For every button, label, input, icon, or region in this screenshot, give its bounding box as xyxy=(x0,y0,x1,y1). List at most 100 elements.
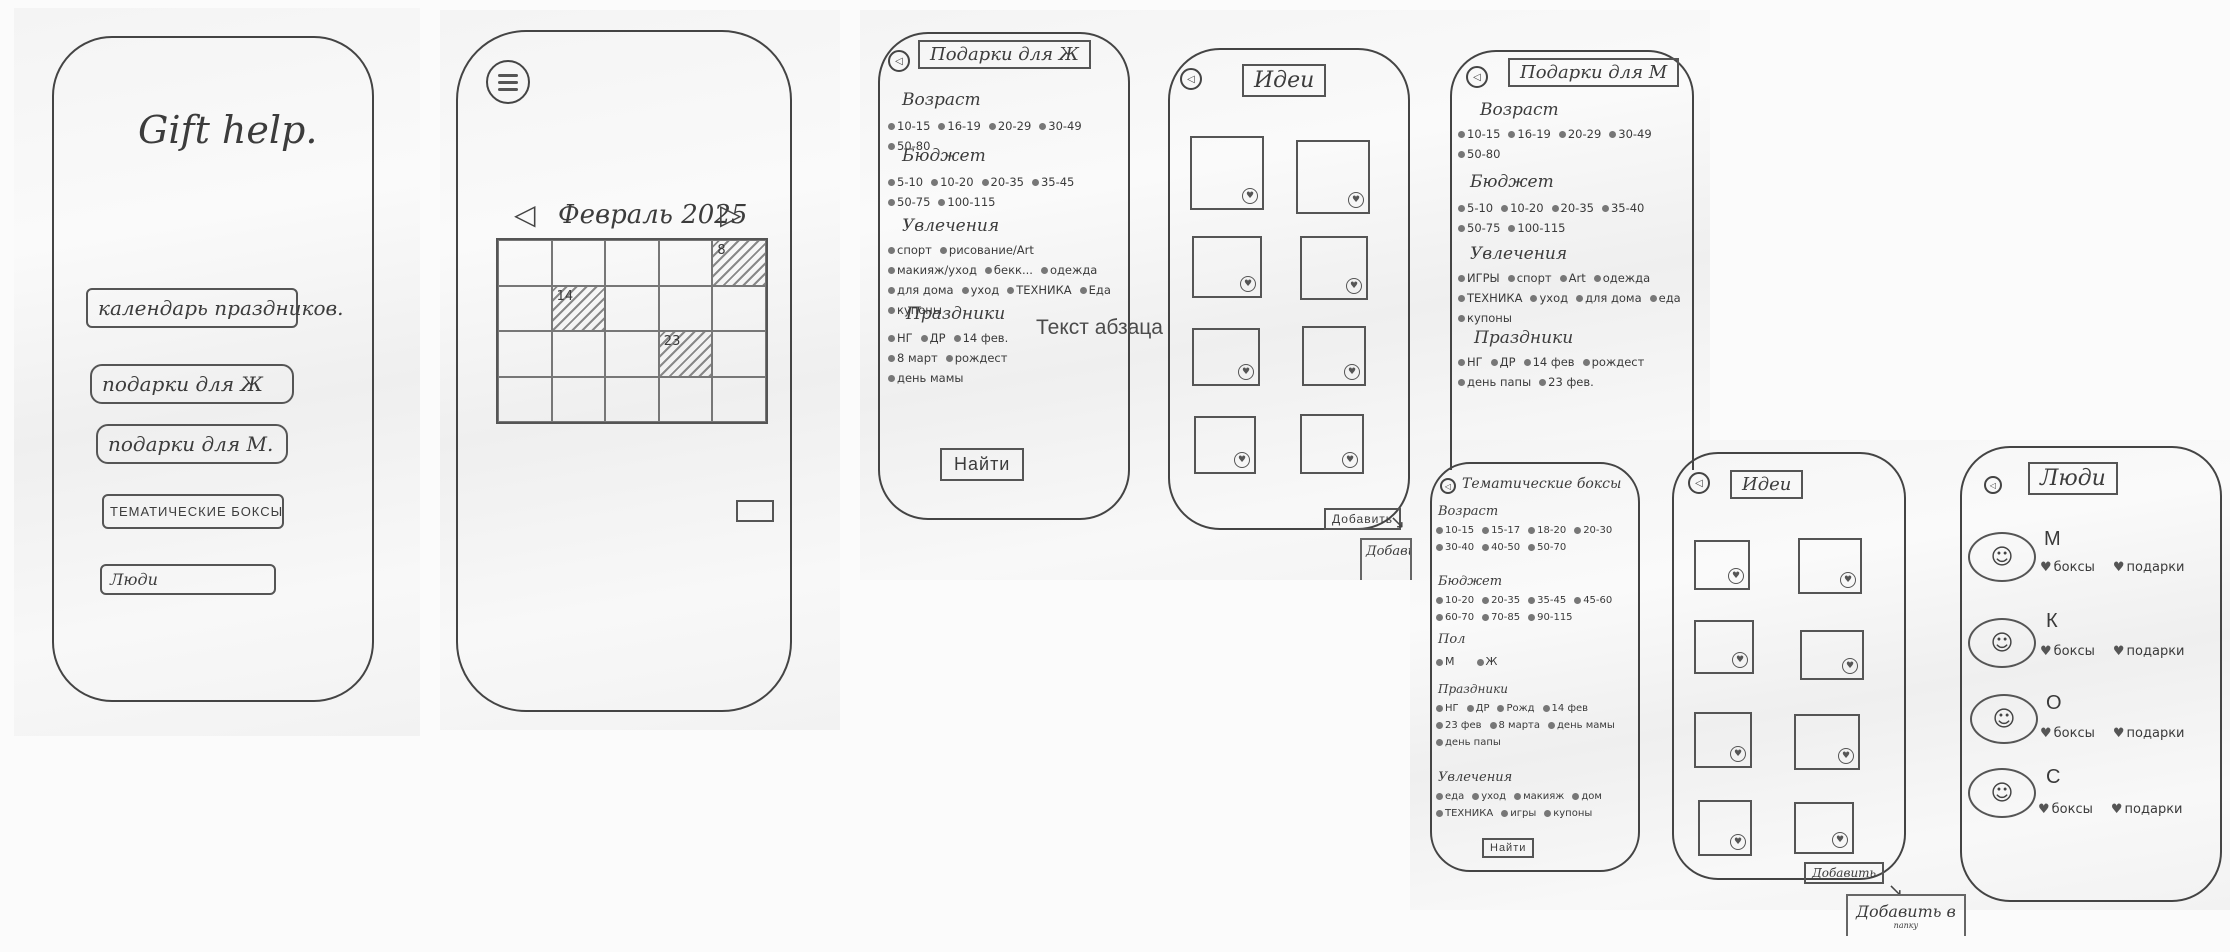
heart-icon[interactable]: ♥ xyxy=(1344,364,1360,380)
back-icon[interactable]: ◁ xyxy=(1466,66,1488,88)
heart-icon[interactable]: ♥ xyxy=(1346,278,1362,294)
hobby-option[interactable]: уход xyxy=(1472,788,1506,805)
age-option[interactable]: 10-15 xyxy=(888,116,930,136)
calendar-day[interactable] xyxy=(605,240,659,286)
idea-card[interactable]: ♥ xyxy=(1192,236,1262,298)
idea-card[interactable]: ♥ xyxy=(1194,416,1256,474)
calendar-day[interactable] xyxy=(605,376,659,422)
back-icon[interactable]: ◁ xyxy=(888,50,910,72)
idea-card[interactable]: ♥ xyxy=(1800,630,1864,680)
gifts-for-men-button[interactable]: подарки для М. xyxy=(96,424,288,464)
calendar-day[interactable] xyxy=(658,376,713,422)
gifts-tag[interactable]: подарки xyxy=(2113,644,2185,659)
idea-card[interactable]: ♥ xyxy=(1694,540,1750,590)
budget-option[interactable]: 35-45 xyxy=(1032,172,1074,192)
hobby-option[interactable]: ТЕХНИКА xyxy=(1007,280,1071,300)
age-option[interactable]: 20-30 xyxy=(1574,522,1612,539)
calendar-day[interactable] xyxy=(658,240,713,286)
age-option[interactable]: 20-29 xyxy=(989,116,1031,136)
hobby-option[interactable]: для дома xyxy=(888,280,954,300)
next-month-icon[interactable]: ▷ xyxy=(720,198,742,231)
budget-option[interactable]: 5-10 xyxy=(1458,198,1493,218)
calendar-action-button[interactable] xyxy=(736,500,774,522)
hobby-option[interactable]: купоны xyxy=(888,300,942,320)
heart-icon[interactable]: ♥ xyxy=(1240,276,1256,292)
holiday-option[interactable]: 23 фев. xyxy=(1539,372,1594,392)
holiday-option[interactable]: 14 фев xyxy=(1543,700,1589,717)
holiday-option[interactable]: 23 фев xyxy=(1436,717,1482,734)
calendar-day[interactable] xyxy=(551,240,606,286)
age-option[interactable]: 20-29 xyxy=(1559,124,1601,144)
add-to-folder-button[interactable]: Добавить в xyxy=(1360,538,1412,580)
idea-card[interactable]: ♥ xyxy=(1798,538,1862,594)
heart-icon[interactable]: ♥ xyxy=(1348,192,1364,208)
budget-option[interactable]: 100-115 xyxy=(1508,218,1565,238)
holiday-option[interactable]: ДР xyxy=(1467,700,1490,717)
holiday-option[interactable]: ДР xyxy=(921,328,946,348)
hobby-option[interactable]: дом xyxy=(1572,788,1602,805)
calendar-day[interactable] xyxy=(498,331,552,377)
holiday-option[interactable]: 14 фев xyxy=(1524,352,1575,372)
age-option[interactable]: 30-40 xyxy=(1436,539,1474,556)
calendar-day-marked[interactable]: 8 xyxy=(712,240,766,286)
hobby-option[interactable]: ТЕХНИКА xyxy=(1458,288,1522,308)
calendar-day[interactable] xyxy=(658,285,713,331)
budget-option[interactable]: 35-40 xyxy=(1602,198,1644,218)
hobby-option[interactable]: макияж xyxy=(1514,788,1564,805)
gender-option[interactable]: Ж xyxy=(1477,652,1498,672)
boxes-tag[interactable]: боксы xyxy=(2040,726,2095,741)
calendar-day[interactable] xyxy=(551,331,606,377)
gender-option[interactable]: М xyxy=(1436,652,1455,672)
hobby-option[interactable]: спорт xyxy=(888,240,932,260)
heart-icon[interactable]: ♥ xyxy=(1832,832,1848,848)
hobby-option[interactable]: бекк... xyxy=(985,260,1033,280)
avatar[interactable]: ☺ xyxy=(1968,532,2036,582)
holiday-option[interactable]: ДР xyxy=(1491,352,1516,372)
hobby-option[interactable]: игры xyxy=(1501,805,1536,822)
age-option[interactable]: 50-80 xyxy=(888,136,930,156)
holiday-option[interactable]: день папы xyxy=(1436,734,1501,751)
holiday-option[interactable]: 8 март xyxy=(888,348,938,368)
holiday-option[interactable]: день папы xyxy=(1458,372,1531,392)
hobby-option[interactable]: Art xyxy=(1560,268,1586,288)
calendar-day[interactable] xyxy=(498,240,552,286)
back-icon[interactable]: ◁ xyxy=(1984,476,2002,494)
gifts-for-women-button[interactable]: подарки для Ж xyxy=(90,364,294,404)
budget-option[interactable]: 90-115 xyxy=(1528,609,1572,626)
calendar-day[interactable] xyxy=(551,376,606,422)
heart-icon[interactable]: ♥ xyxy=(1234,452,1250,468)
holiday-option[interactable]: рождест xyxy=(1583,352,1645,372)
calendar-day[interactable] xyxy=(712,376,766,422)
budget-option[interactable]: 20-35 xyxy=(1552,198,1594,218)
idea-card[interactable]: ♥ xyxy=(1694,620,1754,674)
person-name[interactable]: М xyxy=(2044,528,2061,550)
budget-option[interactable]: 10-20 xyxy=(931,172,973,192)
hobby-option[interactable]: спорт xyxy=(1508,268,1552,288)
idea-card[interactable]: ♥ xyxy=(1190,136,1264,210)
find-button[interactable]: Найти xyxy=(940,448,1025,481)
budget-option[interactable]: 50-75 xyxy=(888,192,930,212)
age-option[interactable]: 16-19 xyxy=(1508,124,1550,144)
boxes-tag[interactable]: боксы xyxy=(2038,802,2093,817)
calendar-day[interactable] xyxy=(498,376,552,422)
holiday-calendar-button[interactable]: календарь праздников. xyxy=(86,288,344,328)
budget-option[interactable]: 20-35 xyxy=(982,172,1024,192)
idea-card[interactable]: ♥ xyxy=(1694,712,1752,768)
budget-option[interactable]: 45-60 xyxy=(1574,592,1612,609)
calendar-day[interactable] xyxy=(712,285,766,331)
idea-card[interactable]: ♥ xyxy=(1698,800,1752,856)
avatar[interactable]: ☺ xyxy=(1968,768,2036,818)
budget-option[interactable]: 100-115 xyxy=(938,192,995,212)
gifts-tag[interactable]: подарки xyxy=(2111,802,2183,817)
boxes-tag[interactable]: боксы xyxy=(2040,644,2095,659)
holiday-option[interactable]: рождест xyxy=(946,348,1008,368)
hobby-option[interactable]: купоны xyxy=(1544,805,1592,822)
heart-icon[interactable]: ♥ xyxy=(1730,834,1746,850)
add-button[interactable]: Добавить xyxy=(1324,508,1402,530)
holiday-option[interactable]: 14 фев. xyxy=(954,328,1009,348)
budget-option[interactable]: 5-10 xyxy=(888,172,923,192)
people-button[interactable]: Люди xyxy=(100,564,276,595)
hobby-option[interactable]: Еда xyxy=(1080,280,1111,300)
hobby-option[interactable]: одежда xyxy=(1594,268,1650,288)
holiday-option[interactable]: НГ xyxy=(1436,700,1459,717)
